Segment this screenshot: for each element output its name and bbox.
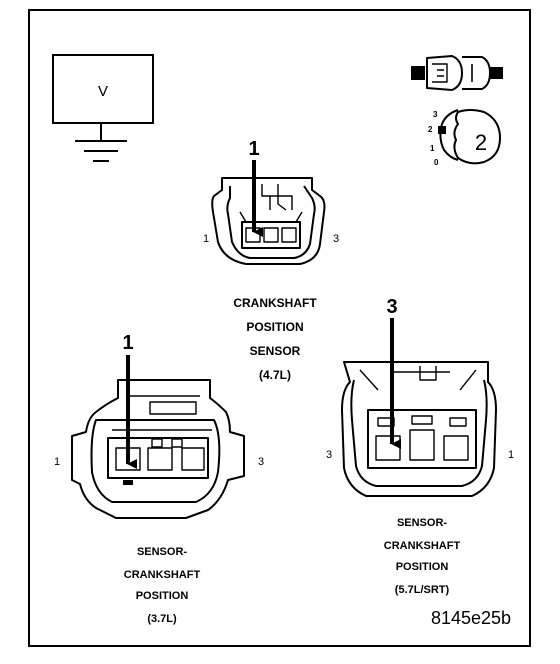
pin-label-left-3-7l: 1 [54, 456, 60, 468]
connector-4-7l: 1 1 3 [203, 138, 339, 265]
connector-number: 2 [475, 130, 487, 155]
legend-scale-3: 3 [433, 110, 438, 119]
connector-5-7l-srt: 3 3 1 [326, 296, 514, 497]
caption-3-7l-line-1: SENSOR- [137, 546, 187, 558]
caption-3-7l: SENSOR- CRANKSHAFT POSITION (3.7L) [124, 546, 201, 625]
pin-label-left-4-7l: 1 [203, 233, 209, 245]
caption-5-7l-line-1: SENSOR- [397, 517, 447, 529]
pin-label-right-3-7l: 3 [258, 456, 264, 468]
caption-3-7l-line-4: (3.7L) [147, 613, 177, 625]
callout-number-4-7l: 1 [248, 138, 259, 160]
callout-number-3-7l: 1 [122, 332, 133, 354]
voltmeter-ground-symbol: V [52, 54, 154, 162]
voltmeter-box [52, 54, 154, 124]
connector-2-legend-icon: 3 2 1 0 2 [428, 109, 501, 167]
figure-id: 8145e25b [431, 608, 511, 628]
caption-4-7l-line-2: POSITION [246, 320, 303, 334]
caption-3-7l-line-2: CRANKSHAFT [124, 569, 201, 581]
pin-label-left-5-7l: 3 [326, 449, 332, 461]
caption-5-7l-line-2: CRANKSHAFT [384, 540, 461, 552]
connector-3-7l: 1 1 3 [54, 332, 264, 519]
caption-5-7l-srt: SENSOR- CRANKSHAFT POSITION (5.7L/SRT) [384, 517, 461, 596]
caption-5-7l-line-4: (5.7L/SRT) [395, 584, 450, 596]
voltmeter-symbol: V [98, 83, 108, 100]
probe-icon [411, 55, 503, 91]
legend-scale-0: 0 [434, 158, 439, 167]
caption-4-7l: CRANKSHAFT POSITION SENSOR (4.7L) [233, 296, 317, 382]
caption-5-7l-line-3: POSITION [396, 561, 449, 573]
callout-number-5-7l: 3 [386, 296, 397, 318]
pin-label-right-5-7l: 1 [508, 449, 514, 461]
legend-scale-2: 2 [428, 125, 433, 134]
caption-4-7l-line-4: (4.7L) [259, 368, 291, 382]
legend-scale-1: 1 [430, 144, 435, 153]
caption-4-7l-line-1: CRANKSHAFT [233, 296, 317, 310]
pin-label-right-4-7l: 3 [333, 233, 339, 245]
caption-4-7l-line-3: SENSOR [250, 344, 301, 358]
caption-3-7l-line-3: POSITION [136, 590, 189, 602]
figure-frame [28, 9, 531, 647]
